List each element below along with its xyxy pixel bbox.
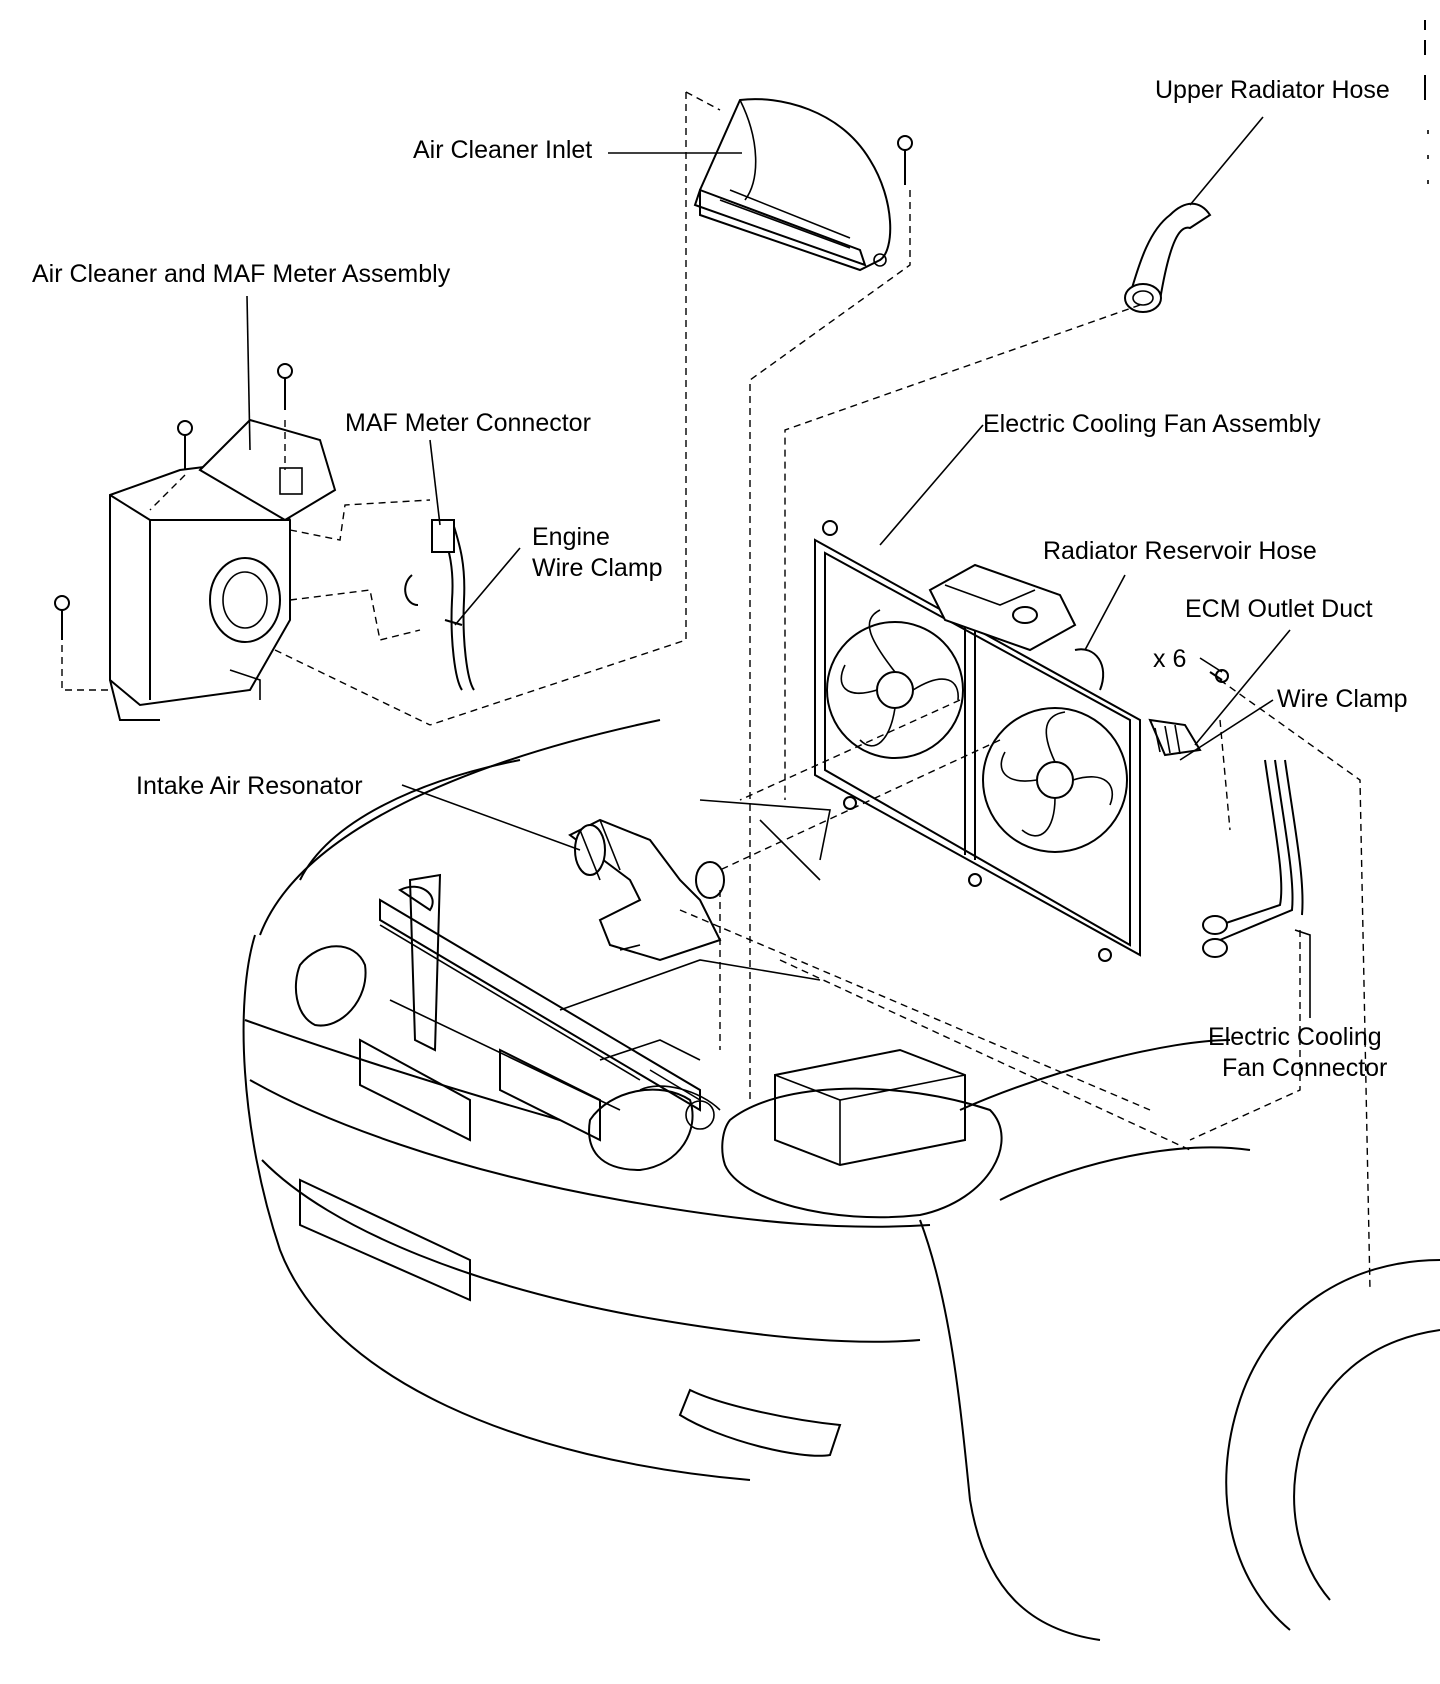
- label-maf-meter-connector: MAF Meter Connector: [345, 409, 591, 437]
- label-upper-radiator-hose: Upper Radiator Hose: [1155, 76, 1390, 104]
- air-cleaner-maf-assembly-part: [54, 363, 337, 721]
- electric-cooling-fan-assembly-part: [814, 520, 1229, 962]
- label-radiator-reservoir-hose: Radiator Reservoir Hose: [1043, 537, 1317, 565]
- upper-radiator-hose-part: [1124, 202, 1212, 313]
- label-intake-air-resonator: Intake Air Resonator: [136, 772, 363, 800]
- label-bolt-quantity: x 6: [1153, 645, 1186, 673]
- label-wire-clamp: Wire Clamp: [1277, 685, 1408, 713]
- fan-connector-harness-part: [1202, 759, 1304, 958]
- maf-meter-connector-part: [404, 519, 475, 691]
- label-air-cleaner-inlet: Air Cleaner Inlet: [413, 136, 592, 164]
- label-ecm-outlet-duct: ECM Outlet Duct: [1185, 595, 1373, 623]
- leader-lines: [246, 116, 1311, 1018]
- label-electric-cooling-fan-assembly: Electric Cooling Fan Assembly: [983, 410, 1321, 438]
- vehicle-front-body: [242, 719, 1440, 1641]
- label-engine-wire-clamp-2: Wire Clamp: [532, 554, 663, 582]
- air-cleaner-inlet-part: [693, 98, 913, 272]
- label-air-cleaner-maf-assembly: Air Cleaner and MAF Meter Assembly: [32, 260, 451, 288]
- intake-air-resonator-part: [568, 818, 725, 962]
- page-edge-marks: [1424, 20, 1429, 184]
- label-engine-wire-clamp-1: Engine: [532, 523, 610, 551]
- label-electric-cooling-fan-connector-2: Fan Connector: [1222, 1054, 1387, 1082]
- assembly-guide-lines: [61, 91, 1371, 1291]
- label-electric-cooling-fan-connector-1: Electric Cooling: [1208, 1023, 1382, 1051]
